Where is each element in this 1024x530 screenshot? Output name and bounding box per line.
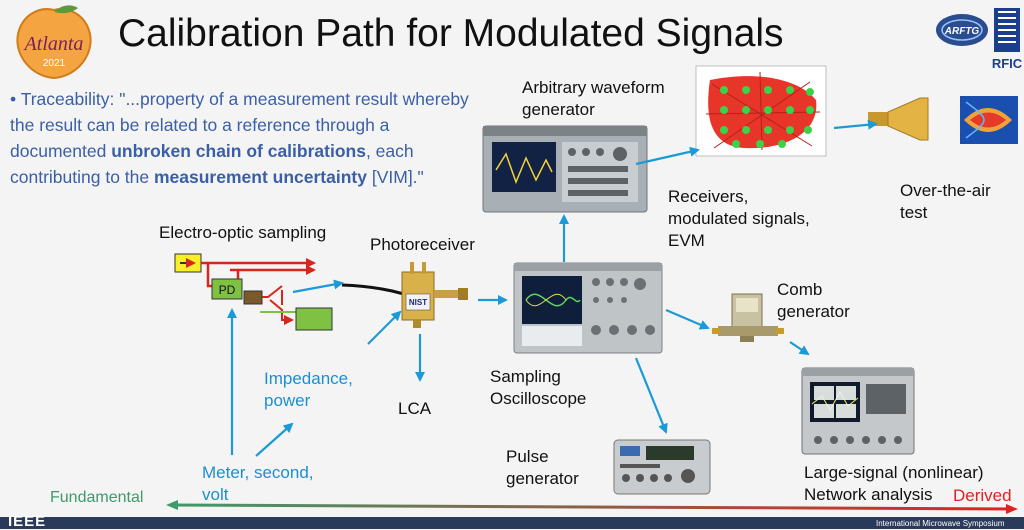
receivers-label-line3: EVM xyxy=(668,231,705,250)
pulse-generator-device xyxy=(613,439,711,495)
receivers-label: Receivers, modulated signals, EVM xyxy=(668,186,810,252)
slide-title: Calibration Path for Modulated Signals xyxy=(118,12,784,55)
meter-label: Meter, second, volt xyxy=(202,462,314,506)
pd-label: PD xyxy=(219,283,236,297)
photoreceiver-label: Photoreceiver xyxy=(370,235,475,254)
scope-label: Sampling Oscilloscope xyxy=(490,366,586,410)
pulse-label-line2: generator xyxy=(506,469,579,488)
bullet-text-3: [VIM]." xyxy=(366,167,424,187)
ota-label: Over-the-air test xyxy=(900,180,991,224)
awg-label-line2: generator xyxy=(522,100,595,119)
eo-sampling-schematic: PD xyxy=(174,253,333,331)
bullet-bold-2: measurement uncertainty xyxy=(153,167,367,187)
axis-right-arrowhead xyxy=(1006,504,1018,514)
derived-label: Derived xyxy=(953,486,1012,505)
receivers-label-line1: Receivers, xyxy=(668,187,749,206)
awg-label: Arbitrary waveform generator xyxy=(522,77,665,121)
axis-left-arrowhead xyxy=(166,500,178,510)
atlanta-2021-logo: Atlanta 2021 xyxy=(16,5,92,80)
ieee-logo: IEEE xyxy=(8,513,47,530)
lca-label: LCA xyxy=(398,399,432,418)
horn-antenna-device xyxy=(868,96,1018,144)
lsna-label-line2: Network analysis xyxy=(804,485,933,504)
meter-label-line2: volt xyxy=(202,485,229,504)
nist-badge: NIST xyxy=(409,298,427,307)
bullet-bold-1: unbroken chain of calibrations xyxy=(111,141,366,161)
arftg-text: ARFTG xyxy=(944,26,980,37)
lsna-label: Large-signal (nonlinear) Network analysi… xyxy=(804,462,984,506)
bullet-text-2: , each contributing to the xyxy=(10,141,414,187)
ota-label-line2: test xyxy=(900,203,928,222)
fundamental-label: Fundamental xyxy=(50,489,144,506)
traceability-bullet: • Traceability: "...property of a measur… xyxy=(10,86,480,190)
bullet-marker: • xyxy=(10,89,21,109)
flow-arrows xyxy=(227,119,878,457)
impedance-label-line2: power xyxy=(264,391,311,410)
ims-logo: International Microwave Symposium xyxy=(876,519,1005,528)
awg-device xyxy=(482,125,648,213)
meter-label-line1: Meter, second, xyxy=(202,463,314,482)
fundamental-derived-axis xyxy=(169,503,1015,511)
impedance-label-line1: Impedance, xyxy=(264,369,353,388)
constellation-plot xyxy=(695,65,827,157)
eo-sampling-label: Electro-optic sampling xyxy=(159,223,327,242)
arftg-rfic-logos: ARFTG RFIC xyxy=(936,8,1022,71)
comb-label-line2: generator xyxy=(777,302,850,321)
rfic-text: RFIC xyxy=(992,56,1022,71)
lsna-label-line1: Large-signal (nonlinear) xyxy=(804,463,984,482)
pulse-label: Pulse generator xyxy=(506,446,579,490)
scope-label-line2: Oscilloscope xyxy=(490,389,587,408)
photoreceiver-device: NIST xyxy=(341,262,468,328)
sampling-oscilloscope-device xyxy=(513,262,663,354)
constellation-points xyxy=(720,86,814,148)
lsna-device xyxy=(801,367,915,455)
comb-label: Comb generator xyxy=(777,279,850,323)
impedance-label: Impedance, power xyxy=(264,368,353,412)
bullet-text-1: Traceability: "...property of a measurem… xyxy=(10,89,469,161)
ota-label-line1: Over-the-air xyxy=(900,181,991,200)
footer-bar xyxy=(0,517,1024,529)
pulse-label-line1: Pulse xyxy=(506,447,549,466)
awg-label-line1: Arbitrary waveform xyxy=(522,78,665,97)
logo-year: 2021 xyxy=(43,58,66,69)
logo-city: Atlanta xyxy=(23,33,84,55)
comb-generator-device xyxy=(712,293,784,342)
comb-label-line1: Comb xyxy=(777,280,823,299)
scope-label-line1: Sampling xyxy=(490,367,561,386)
receivers-label-line2: modulated signals, xyxy=(668,209,810,228)
